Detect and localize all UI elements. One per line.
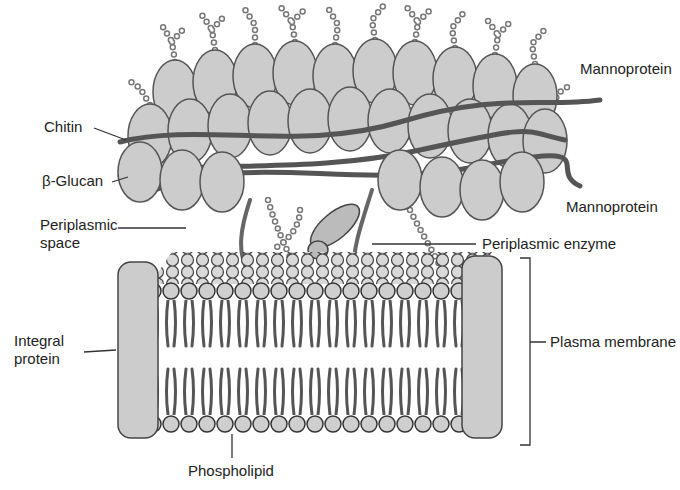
periplasmic-space-label: Periplasmic space: [40, 216, 116, 252]
leader-lines: [84, 128, 546, 458]
periplasmic-enzyme-shape: [304, 197, 367, 259]
phospholipid-label: Phospholipid: [188, 462, 274, 480]
mannoprotein-shapes: [128, 39, 567, 173]
periplasmic-enzyme-label: Periplasmic enzyme: [482, 235, 616, 253]
chitin-label: Chitin: [44, 118, 82, 136]
plasma-membrane-shape: [118, 252, 502, 438]
glucan-label: β-Glucan: [42, 172, 103, 190]
integral-protein-label: Integral protein: [14, 332, 82, 368]
mannoprotein-label: Mannoprotein: [580, 60, 672, 78]
plasma-membrane-label: Plasma membrane: [550, 333, 676, 351]
mannoprotein-label: Mannoprotein: [566, 198, 658, 216]
mannoprotein-shapes: [118, 142, 544, 220]
